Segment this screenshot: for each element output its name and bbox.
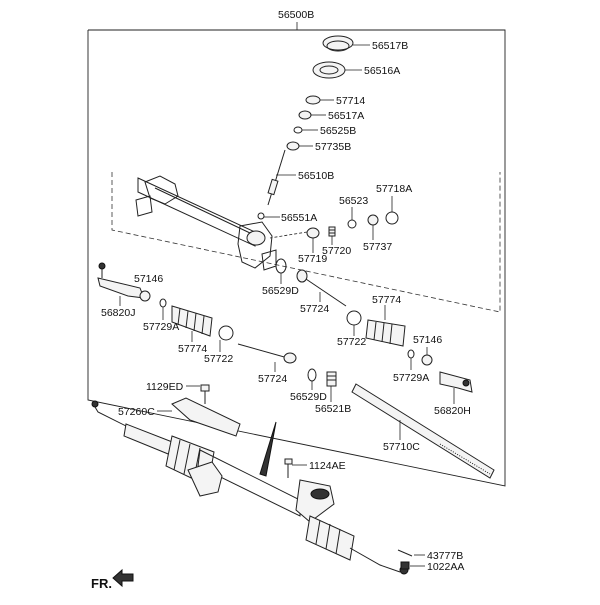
label-1129ED: 1129ED — [146, 381, 184, 393]
assembly-arrow-icon — [259, 421, 277, 477]
seal-56551A — [257, 212, 280, 220]
spring-57720 — [328, 226, 336, 245]
seal-56517A — [298, 110, 326, 120]
label-56525B: 56525B — [320, 125, 356, 137]
exploded-group-box — [111, 172, 501, 313]
assembled-rack — [91, 400, 409, 575]
band-57722-right — [346, 310, 362, 336]
nut-57737 — [367, 214, 379, 240]
label-57718A: 57718A — [376, 183, 412, 195]
label-57724-right: 57724 — [300, 303, 329, 315]
label-57710C: 57710C — [383, 441, 420, 453]
cotter-pin-43777B — [397, 549, 425, 557]
label-57146-right: 57146 — [413, 334, 442, 346]
label-57729A-right: 57729A — [393, 372, 429, 384]
boot-57774-left — [171, 305, 213, 342]
bearing-57735B — [286, 141, 313, 151]
boot-56516A — [312, 61, 362, 79]
inner-tie-rod-57724-right — [296, 269, 347, 307]
label-56820J: 56820J — [101, 307, 135, 319]
label-56521B: 56521B — [315, 403, 351, 415]
label-57722-left: 57722 — [204, 353, 233, 365]
tie-rod-end-56820H — [439, 371, 473, 404]
label-56500B: 56500B — [278, 9, 314, 21]
label-56510B: 56510B — [298, 170, 334, 182]
label-56529D-lower: 56529D — [290, 391, 327, 403]
inner-tie-rod-57724-left — [237, 343, 297, 372]
label-57722-right: 57722 — [337, 336, 366, 348]
heat-shield-57260C — [157, 397, 241, 437]
label-56551A: 56551A — [281, 212, 317, 224]
front-direction-label: FR. — [91, 576, 112, 591]
label-1124AE: 1124AE — [309, 460, 346, 472]
label-57774-left: 57774 — [178, 343, 207, 355]
ring-56529D-lower — [307, 368, 317, 390]
nut-57146-left — [139, 290, 151, 302]
label-56517B: 56517B — [372, 40, 408, 52]
pinion-56521B — [326, 371, 337, 402]
label-56516A: 56516A — [364, 65, 400, 77]
bolt-1129ED — [186, 384, 210, 404]
plug-56523 — [347, 207, 357, 229]
label-1022AA: 1022AA — [427, 561, 464, 573]
label-57724-left: 57724 — [258, 373, 287, 385]
nut-1022AA — [400, 561, 425, 570]
label-43777B: 43777B — [427, 550, 463, 562]
label-56523: 56523 — [339, 195, 368, 207]
front-direction-arrow-icon — [112, 568, 134, 588]
label-57260C: 57260C — [118, 406, 155, 418]
label-57774-right: 57774 — [372, 294, 401, 306]
label-57146-left: 57146 — [134, 273, 163, 285]
ring-57718A — [385, 196, 399, 225]
assembly-frame — [87, 22, 506, 487]
label-56517A: 56517A — [328, 110, 364, 122]
band-57722-left — [218, 325, 234, 352]
tie-rod-end-56820J — [97, 262, 145, 306]
label-57729A-left: 57729A — [143, 321, 179, 333]
nut-57146-right — [421, 347, 433, 366]
washer-57714 — [305, 95, 334, 105]
pinion-shaft-56510B — [267, 149, 296, 206]
label-57719: 57719 — [298, 253, 327, 265]
yoke-57719 — [269, 227, 320, 253]
clip-57729A-right — [407, 349, 415, 370]
rack-housing-exploded — [135, 175, 277, 271]
boot-56517B — [322, 35, 370, 52]
clip-57729A-left — [159, 298, 167, 320]
label-56820H: 56820H — [434, 405, 471, 417]
label-57720: 57720 — [322, 245, 351, 257]
label-57714: 57714 — [336, 95, 365, 107]
label-57735B: 57735B — [315, 141, 351, 153]
bolt-1124AE — [284, 458, 307, 478]
rack-bar-57710C — [351, 383, 495, 479]
boot-57774-right — [365, 305, 406, 347]
label-56529D-upper: 56529D — [262, 285, 299, 297]
ring-56525B — [293, 126, 318, 134]
label-57737: 57737 — [363, 241, 392, 253]
ring-56529D-upper — [275, 258, 287, 284]
